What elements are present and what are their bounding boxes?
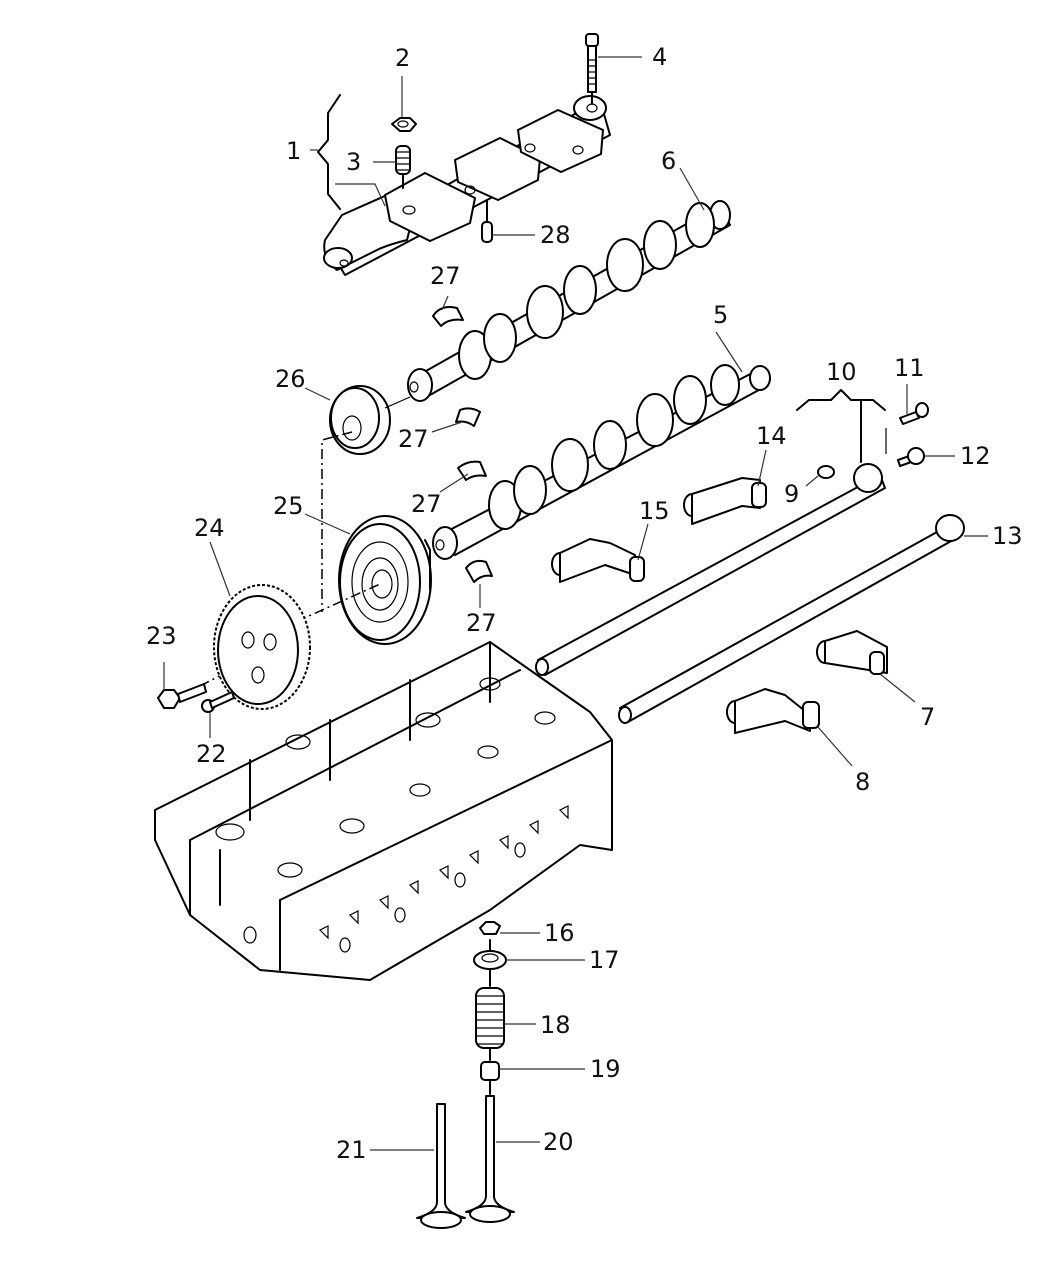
bearing-cap-assembly [323, 95, 611, 276]
callout-23: 23 [146, 622, 177, 650]
rocker-arm-14 [683, 449, 767, 525]
callout-21: 21 [336, 1136, 367, 1164]
hub [304, 385, 411, 455]
bracket-10 [796, 389, 886, 463]
callout-13: 13 [992, 522, 1023, 550]
cylinder-head [154, 641, 613, 981]
rocker-arm-7 [816, 630, 916, 703]
bearing-shells [431, 295, 493, 608]
callout-6: 6 [661, 147, 677, 175]
callout-17: 17 [589, 946, 620, 974]
callout-16: 16 [544, 919, 575, 947]
callout-2: 2 [395, 44, 411, 72]
camshaft-lower [432, 331, 771, 560]
callout-18: 18 [540, 1011, 571, 1039]
callout-22: 22 [196, 740, 227, 768]
rocker-shaft-lower [618, 514, 988, 724]
callout-27-lower-mid: 27 [411, 490, 442, 518]
callout-20: 20 [543, 1128, 574, 1156]
callout-27-bottom: 27 [466, 609, 497, 637]
bolt-plug [885, 384, 955, 467]
gear-bolts [157, 662, 235, 738]
rocker-arm-15 [551, 523, 649, 583]
callout-3: 3 [346, 148, 362, 176]
callout-26: 26 [275, 365, 306, 393]
callout-24: 24 [194, 514, 225, 542]
callout-5: 5 [713, 301, 729, 329]
rocker-arm-8 [726, 688, 853, 767]
callout-8: 8 [855, 768, 871, 796]
callout-12: 12 [960, 442, 991, 470]
callout-10: 10 [826, 358, 857, 386]
washer [805, 465, 835, 487]
callout-15: 15 [639, 497, 670, 525]
callout-27-top: 27 [430, 262, 461, 290]
callout-19: 19 [590, 1055, 621, 1083]
callout-4: 4 [652, 43, 668, 71]
callout-14: 14 [756, 422, 787, 450]
callout-27-upper-mid: 27 [398, 425, 429, 453]
bolt [585, 33, 642, 105]
callout-11: 11 [894, 354, 925, 382]
callout-1: 1 [286, 137, 302, 165]
callout-7: 7 [920, 703, 936, 731]
callout-28: 28 [540, 221, 571, 249]
dowel-pin [481, 199, 535, 243]
nut [391, 76, 417, 132]
bracket-1 [310, 94, 386, 210]
rocker-shaft-upper [535, 463, 886, 676]
camshaft-gear [209, 541, 311, 710]
stud [373, 145, 411, 189]
callout-9: 9 [784, 480, 800, 508]
valve-train [370, 921, 585, 1229]
camshaft-upper [407, 167, 731, 402]
callout-25: 25 [273, 492, 304, 520]
pulley [304, 513, 432, 645]
